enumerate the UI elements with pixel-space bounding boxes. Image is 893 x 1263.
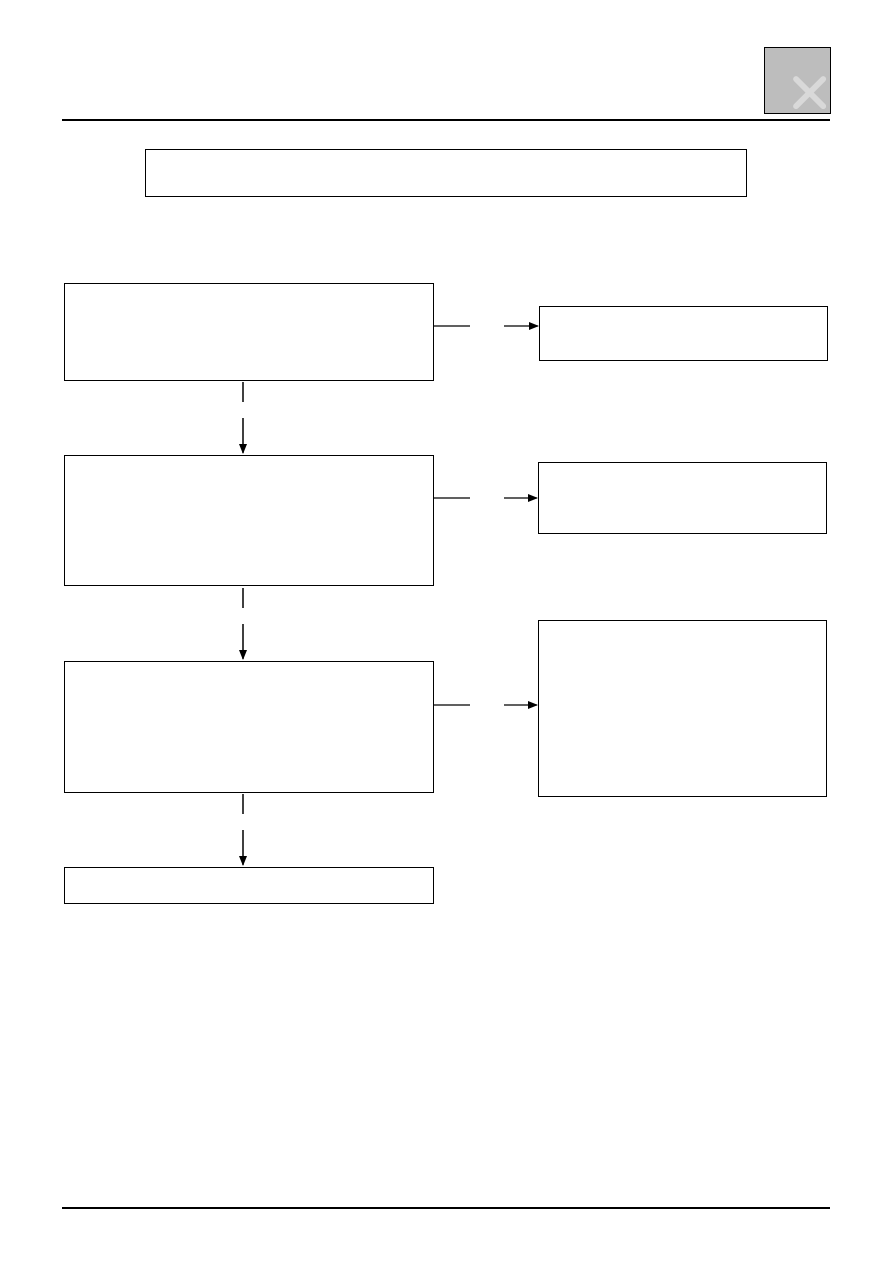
section-tab-x-graphic [765, 48, 830, 113]
step-box-2 [64, 455, 434, 586]
section-tab-x-icon [764, 47, 831, 114]
diagram-title-box [145, 149, 747, 197]
footer-rule [62, 1207, 830, 1209]
outcome-box-3 [538, 620, 827, 797]
step-box-end [64, 867, 434, 904]
outcome-box-2 [538, 462, 827, 534]
outcome-box-1 [539, 306, 828, 361]
header-rule [62, 119, 830, 121]
footer-text [62, 1214, 742, 1232]
step-box-1 [64, 283, 434, 381]
step-box-3 [64, 661, 434, 793]
